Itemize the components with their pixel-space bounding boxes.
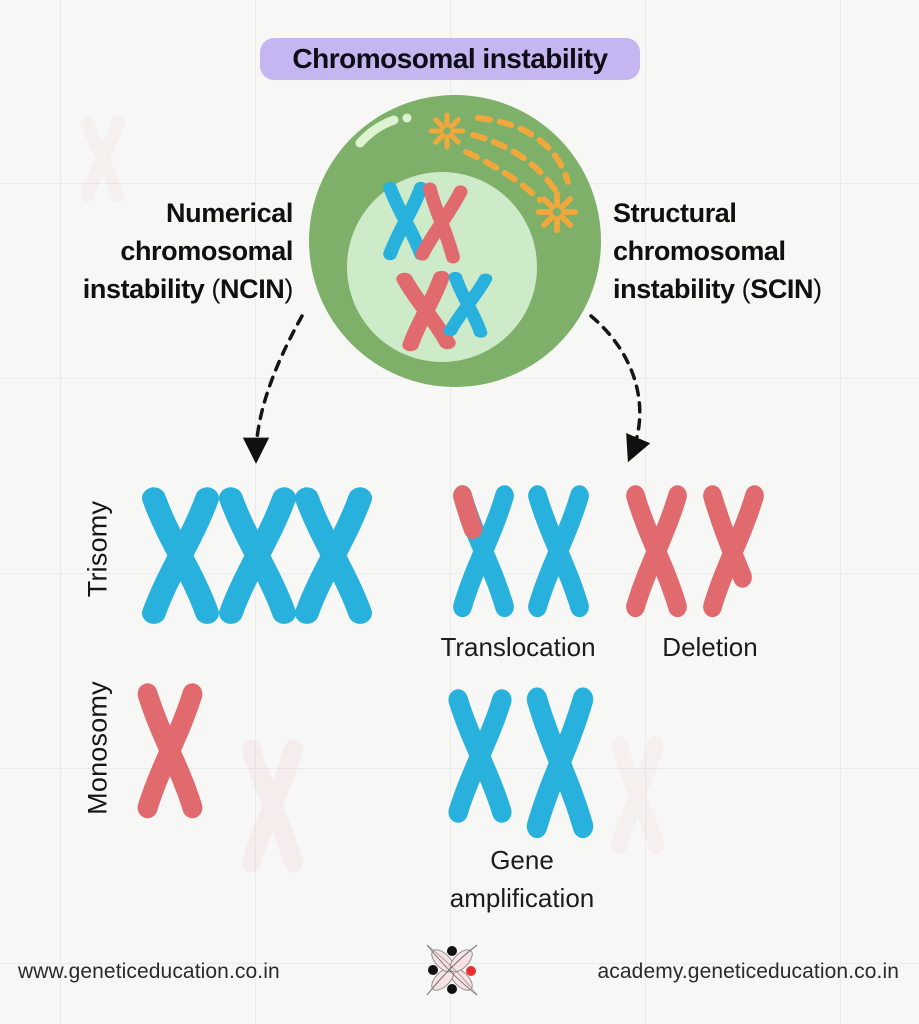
chromosome-icon bbox=[636, 496, 678, 607]
scin-line1: Structural bbox=[613, 198, 737, 228]
scin-arrow bbox=[589, 314, 651, 463]
watermark-chromosome-icon bbox=[619, 746, 655, 845]
chromosome-deleted-icon bbox=[713, 496, 755, 607]
monosomy-label: Monosomy bbox=[82, 681, 113, 815]
watermark-chromosome-icon bbox=[87, 123, 118, 196]
chromosome-icon bbox=[538, 496, 580, 607]
watermark-chromosome-icon bbox=[252, 750, 294, 862]
chromosome-icon bbox=[154, 498, 207, 613]
cell-highlight-dot bbox=[402, 113, 412, 123]
chromosome-icon bbox=[458, 700, 502, 812]
trisomy-label: Trisomy bbox=[82, 500, 113, 598]
chromosome-icon bbox=[231, 498, 284, 613]
gene-amplification-chromosomes bbox=[458, 699, 583, 826]
chromosome-icon bbox=[148, 694, 193, 808]
cell-nucleus bbox=[347, 172, 537, 362]
page-title: Chromosomal instability bbox=[260, 38, 640, 80]
cell-highlight bbox=[355, 115, 399, 148]
page-title-text: Chromosomal instability bbox=[292, 43, 608, 74]
monosomy-chromosomes bbox=[148, 694, 193, 808]
dna-flower-logo-icon bbox=[426, 944, 478, 996]
chromosome-amplified-icon bbox=[537, 699, 583, 826]
footer-academy-url: academy.geneticeducation.co.in bbox=[597, 960, 899, 983]
trisomy-chromosomes bbox=[154, 498, 360, 613]
deletion-chromosomes bbox=[636, 496, 755, 607]
ncin-arrow bbox=[242, 314, 304, 464]
burst-trails bbox=[463, 115, 571, 203]
footer-website-url: www.geneticeducation.co.in bbox=[18, 960, 280, 983]
scin-line2: chromosomal bbox=[613, 236, 786, 266]
chromosome-icon bbox=[307, 498, 360, 613]
ncin-line1: Numerical bbox=[166, 198, 293, 228]
translocation-chromosomes bbox=[463, 496, 580, 607]
scin-line3: instability(SCIN) bbox=[613, 274, 822, 304]
scin-label: Structural chromosomal instability(SCIN) bbox=[613, 194, 893, 308]
chromosome-translocated-icon bbox=[463, 496, 505, 607]
ncin-line2: chromosomal bbox=[120, 236, 293, 266]
ncin-line3: instability(NCIN) bbox=[82, 274, 294, 304]
deletion-label: Deletion bbox=[662, 632, 758, 662]
cell-illustration bbox=[309, 95, 601, 387]
ncin-label: Numerical chromosomal instability(NCIN) bbox=[13, 194, 294, 308]
mutation-burst-icons bbox=[431, 115, 575, 230]
gene-amplification-label: Gene amplification bbox=[449, 845, 595, 913]
translocation-label: Translocation bbox=[440, 632, 596, 662]
